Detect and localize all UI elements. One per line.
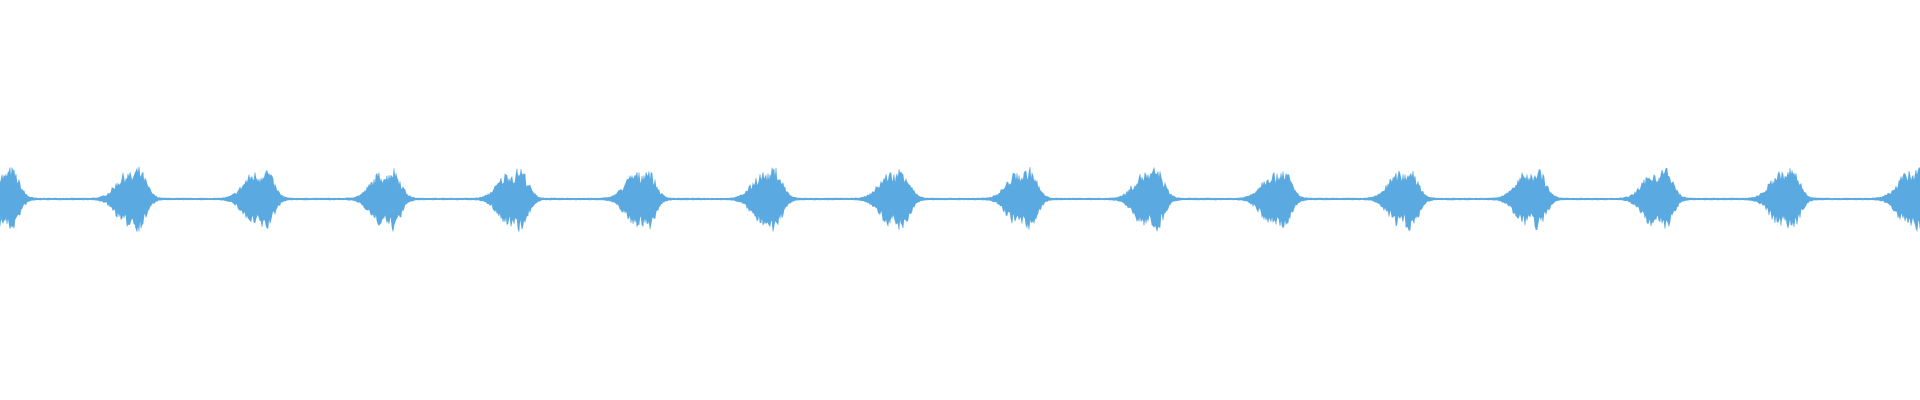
waveform-envelope [0,166,1920,233]
waveform-burst [0,185,20,213]
waveform-burst [370,185,402,213]
waveform-burst [497,185,529,213]
waveform-burst [1133,185,1165,213]
waveform-burst [242,185,274,213]
waveform-burst [1514,185,1546,213]
waveform-burst [1896,185,1920,213]
waveform-burst [624,185,656,213]
waveform-burst [1642,185,1674,213]
waveform-burst [115,185,147,213]
waveform-trace [0,166,1920,233]
waveform-burst [1260,185,1292,213]
waveform-burst [878,185,910,213]
waveform-burst [1006,185,1038,213]
waveform-burst [1387,185,1419,213]
waveform-burst [751,185,783,213]
waveform-burst [1769,185,1801,213]
